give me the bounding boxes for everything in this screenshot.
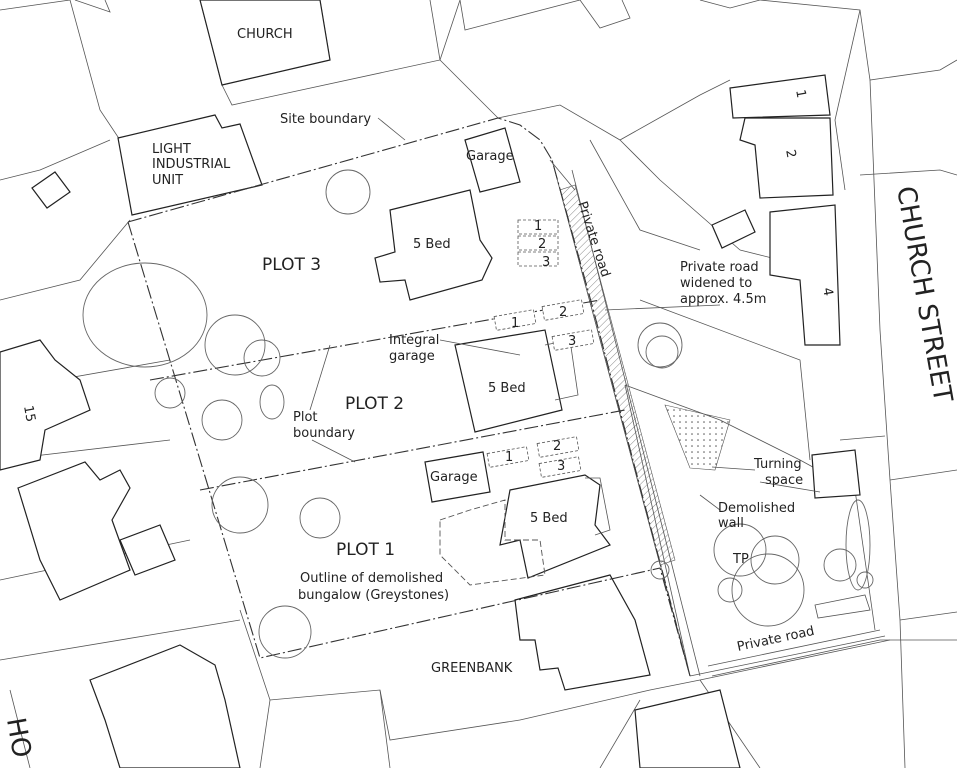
house-1 [729, 74, 831, 119]
demolished-bungalow-outline [439, 499, 546, 586]
plot-boundary-label-1: Plot [293, 410, 318, 425]
private-road-corridor [551, 159, 886, 677]
light-industrial-label-2: INDUSTRIAL [152, 157, 231, 172]
garage-label-plot1: Garage [430, 470, 478, 485]
surrounding-buildings [0, 0, 861, 769]
plot1-house [499, 474, 611, 579]
outline-demolished-label-1: Outline of demolished [300, 571, 443, 586]
house-4-number: 4 [819, 286, 835, 297]
house-2 [739, 117, 834, 199]
greenbank-building [514, 574, 651, 691]
light-industrial-unit [117, 114, 263, 216]
building-small-nw [31, 171, 71, 209]
garage-label-top: Garage [466, 149, 514, 164]
turning-space-label-1: Turning [753, 457, 802, 472]
site-boundary [127, 117, 691, 677]
space-label: 2 [553, 439, 561, 454]
integral-garage-label-2: garage [389, 349, 435, 364]
plot1-annex [585, 477, 611, 536]
space-label: 3 [542, 255, 550, 270]
space-label: 2 [559, 305, 567, 320]
light-industrial-label-1: LIGHT [152, 142, 191, 157]
light-industrial-label-3: UNIT [152, 173, 183, 188]
plot1-house-label: 5 Bed [530, 511, 568, 526]
plot3-label: PLOT 3 [262, 255, 321, 275]
building-south [634, 689, 741, 769]
site-boundary-label: Site boundary [280, 112, 371, 127]
plot3-house-label: 5 Bed [413, 237, 451, 252]
space-label: 1 [534, 219, 542, 234]
plot2-house [454, 329, 563, 433]
house-15 [0, 339, 91, 471]
demolished-wall-label-2: wall [718, 516, 744, 531]
building-east-mid [811, 449, 861, 499]
plot-boundary-line-lower [199, 409, 626, 491]
space-label: 1 [511, 316, 519, 331]
greenbank-label: GREENBANK [431, 661, 513, 676]
private-road-widened-label-3: approx. 4.5m [680, 292, 766, 307]
parking-spaces [486, 219, 595, 478]
church-label: CHURCH [237, 27, 293, 42]
church-street-label: CHURCH STREET [890, 184, 957, 405]
private-road-label-horizontal: Private road [736, 624, 816, 655]
garage-top [464, 127, 521, 193]
turning-space-label-2: space [765, 473, 803, 488]
plot1-label: PLOT 1 [336, 540, 395, 560]
building-ne-small [711, 209, 756, 249]
space-label: 3 [568, 334, 576, 349]
house-15-number: 15 [20, 404, 38, 423]
house-1-number: 1 [792, 88, 808, 99]
partial-road-label: HO [0, 715, 36, 760]
demolished-wall-label-1: Demolished [718, 501, 795, 516]
church-building [199, 0, 331, 86]
tp-label: TP [732, 552, 749, 567]
house-2-number: 2 [782, 148, 798, 159]
plot2-label: PLOT 2 [345, 394, 404, 414]
integral-garage-label-1: Integral [389, 333, 439, 348]
plot3-house [374, 189, 493, 301]
plot-houses [374, 189, 611, 586]
space-label: 3 [557, 459, 565, 474]
house-4 [769, 204, 841, 346]
trees [82, 169, 874, 659]
plot1-garage [424, 451, 491, 503]
plot-boundary-label-2: boundary [293, 426, 355, 441]
plot2-house-label: 5 Bed [488, 381, 526, 396]
private-road-widened-label-1: Private road [680, 260, 759, 275]
space-label: 1 [505, 450, 513, 465]
building-sw-2 [119, 524, 176, 576]
private-road-widened-label-2: widened to [680, 276, 752, 291]
leader-lines [309, 117, 821, 511]
space-label: 2 [538, 237, 546, 252]
building-sw-1 [17, 461, 131, 601]
building-sw-3 [89, 644, 241, 769]
outline-demolished-label-2: bungalow (Greystones) [298, 588, 449, 603]
